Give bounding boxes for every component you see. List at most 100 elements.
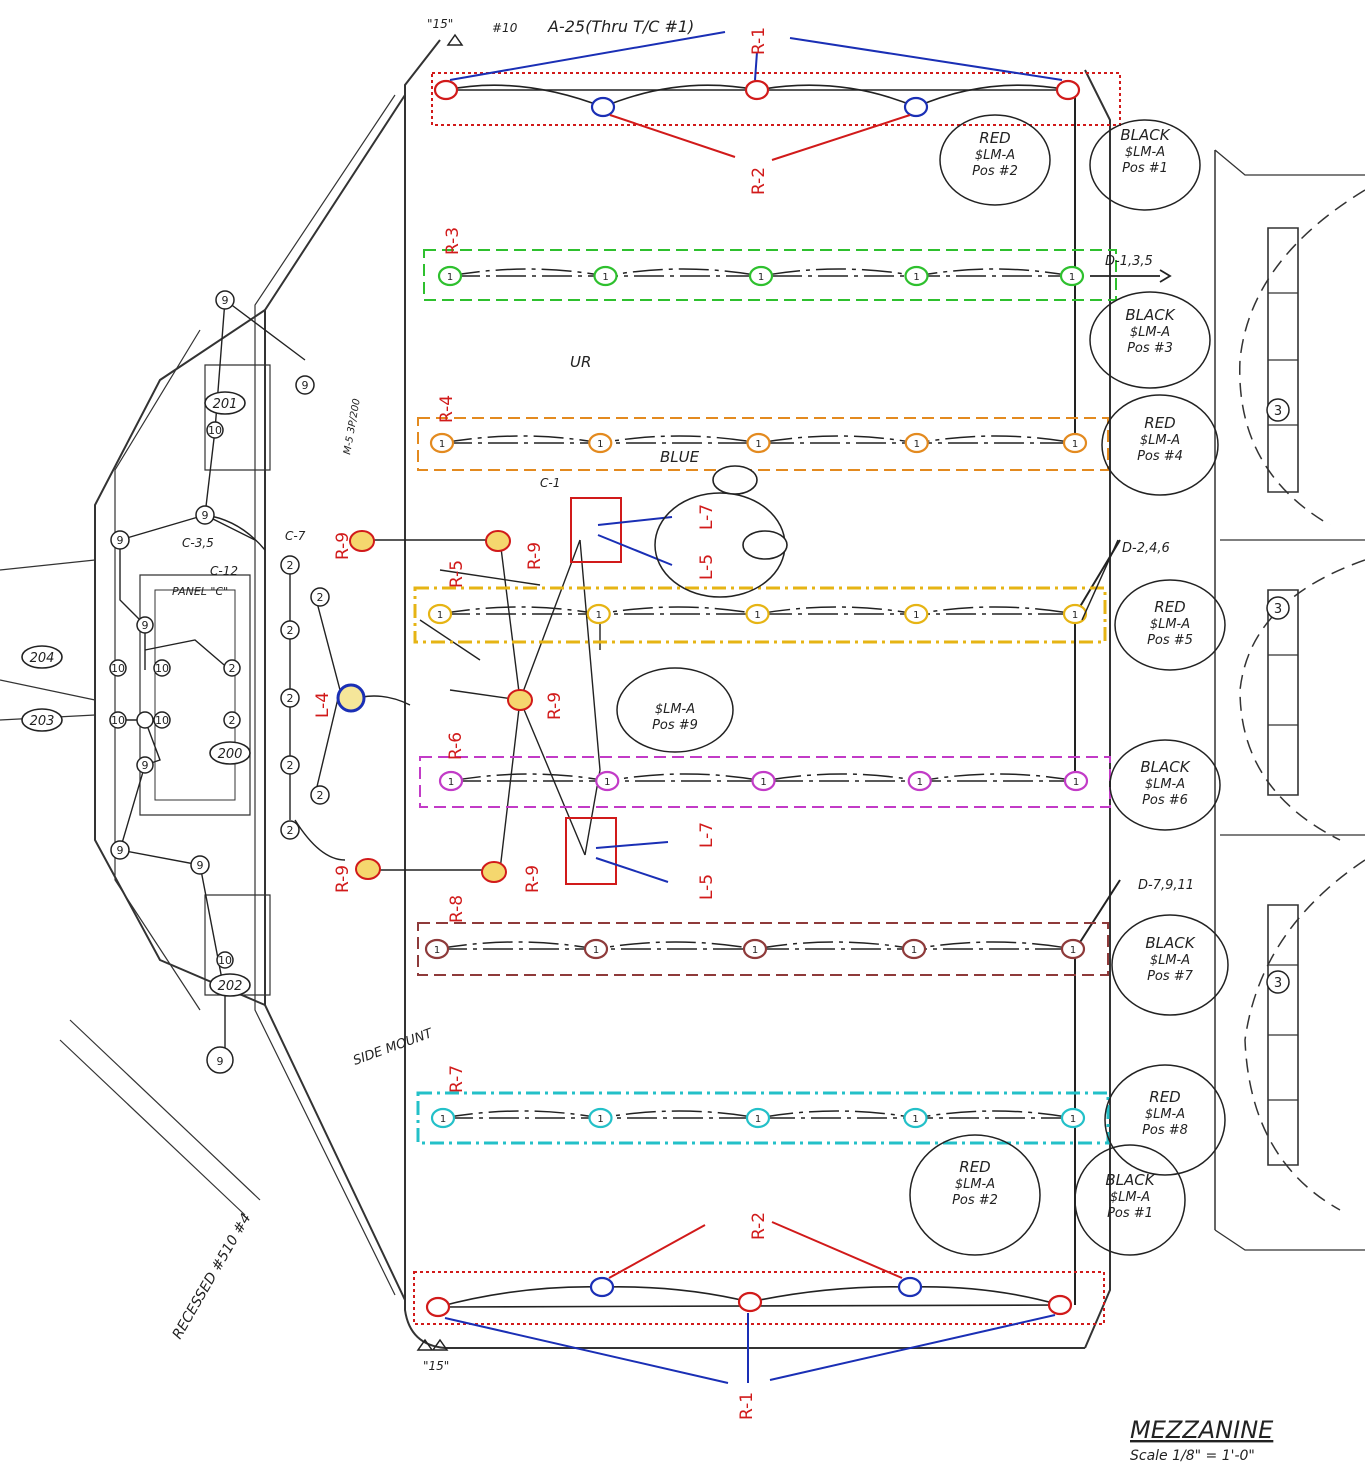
row-box <box>423 249 1117 301</box>
svg-text:R-1: R-1 <box>749 27 769 55</box>
fixture <box>583 938 609 960</box>
row-label: R-4 <box>437 395 457 423</box>
svg-text:"15": "15" <box>423 1359 449 1373</box>
row-box <box>413 586 1107 644</box>
fixture-number: 1 <box>752 945 758 956</box>
fixture-number: 1 <box>604 777 610 788</box>
svg-text:2: 2 <box>317 591 324 604</box>
switch-position: Pos #6 <box>1142 793 1188 808</box>
room-tags: 201 200 202 204 203 <box>30 397 243 994</box>
svg-text:2: 2 <box>229 662 236 675</box>
switch-position: Pos #5 <box>1147 633 1193 648</box>
switch-id: $LM-A <box>1110 1190 1150 1205</box>
svg-text:"15": "15" <box>427 17 453 31</box>
fixture-number-labels: 9 9 9 9 9 9 9 9 9 10 10 10 10 10 10 2 2 … <box>111 294 1282 1068</box>
svg-text:9: 9 <box>197 859 204 872</box>
switch-id: $LM-A <box>1140 433 1180 448</box>
fixture-number: 1 <box>754 610 760 621</box>
r1-fixtures <box>425 79 1081 1318</box>
switch-boxes <box>565 497 622 885</box>
svg-text:L-5: L-5 <box>697 874 717 900</box>
svg-text:2: 2 <box>229 714 236 727</box>
switch-id: $LM-A <box>1150 953 1190 968</box>
fixture-number: 1 <box>1072 610 1078 621</box>
svg-text:204: 204 <box>30 651 55 666</box>
fixture <box>745 1107 771 1129</box>
svg-text:9: 9 <box>142 619 149 632</box>
switch-id: $LM-A <box>655 702 695 717</box>
fixture-number: 1 <box>448 777 454 788</box>
svg-text:10: 10 <box>155 662 169 675</box>
switch-position: Pos #7 <box>1147 969 1194 984</box>
fixture-number: 1 <box>913 610 919 621</box>
fixture-number: 1 <box>596 610 602 621</box>
switch-note-bubbles <box>616 114 1229 1256</box>
row-circuit <box>441 435 1076 444</box>
room-tag-ovals <box>21 391 788 997</box>
r9-fixtures <box>349 530 533 883</box>
svg-text:Scale 1/8" = 1'-0": Scale 1/8" = 1'-0" <box>1130 1448 1255 1463</box>
fixture-row-r1-top <box>431 72 1121 126</box>
row-label: R-8 <box>447 895 467 923</box>
svg-text:C-1: C-1 <box>540 476 560 490</box>
fixture-number: 1 <box>755 439 761 450</box>
fixture <box>588 432 613 454</box>
fixture <box>429 432 455 454</box>
row-label: R-7 <box>447 1065 467 1093</box>
svg-text:10: 10 <box>208 424 222 437</box>
switch-id: $LM-A <box>955 1177 995 1192</box>
svg-text:R-9: R-9 <box>333 532 353 560</box>
svg-text:201: 201 <box>213 397 238 412</box>
fixture <box>588 1107 613 1129</box>
fixture-number: 1 <box>911 945 917 956</box>
svg-text:MEZZANINE: MEZZANINE <box>1130 1416 1274 1444</box>
svg-text:UR: UR <box>570 353 591 371</box>
switch-id: $LM-A <box>1145 1107 1185 1122</box>
fixture <box>1060 938 1086 960</box>
fixture <box>904 603 929 625</box>
svg-text:2: 2 <box>287 759 294 772</box>
switch-position: Pos #2 <box>952 1193 998 1208</box>
row-label: R-3 <box>443 227 463 255</box>
fixture <box>437 265 463 287</box>
svg-text:D-2,4,6: D-2,4,6 <box>1122 541 1170 556</box>
left-wing-fixtures <box>109 290 1290 1074</box>
fixture-number: 1 <box>755 1114 761 1125</box>
fixture <box>751 770 776 792</box>
fixture-number: 1 <box>434 945 440 956</box>
row-circuit <box>436 941 1074 950</box>
fixture-number: 1 <box>1069 272 1075 283</box>
svg-text:L-5: L-5 <box>697 554 717 580</box>
svg-text:A-25(Thru T/C #1): A-25(Thru T/C #1) <box>547 17 694 36</box>
switch-id: $LM-A <box>1130 325 1170 340</box>
row-box <box>417 417 1109 471</box>
switch-color: RED <box>1154 598 1185 616</box>
row-circuit <box>439 606 1076 615</box>
switch-id: $LM-A <box>975 148 1015 163</box>
fixture <box>1060 1107 1086 1129</box>
svg-text:200: 200 <box>218 747 243 762</box>
switch-position: Pos #1 <box>1107 1206 1153 1221</box>
svg-text:R-2: R-2 <box>749 167 769 195</box>
switch-position: Pos #9 <box>652 718 698 733</box>
svg-text:3: 3 <box>1274 404 1282 419</box>
fixture <box>907 770 932 792</box>
fixture <box>1059 265 1085 287</box>
fixture-number: 1 <box>440 1114 446 1125</box>
svg-text:2: 2 <box>287 692 294 705</box>
svg-text:M-5 3P/200: M-5 3P/200 <box>342 398 363 456</box>
switch-color: BLACK <box>1145 934 1195 952</box>
switch-position: Pos #2 <box>972 164 1018 179</box>
switch-position: Pos #8 <box>1142 1123 1188 1138</box>
fixture-number: 1 <box>760 777 766 788</box>
svg-text:10: 10 <box>111 714 125 727</box>
fixture-number: 1 <box>602 272 608 283</box>
svg-text:C-7: C-7 <box>285 529 306 543</box>
